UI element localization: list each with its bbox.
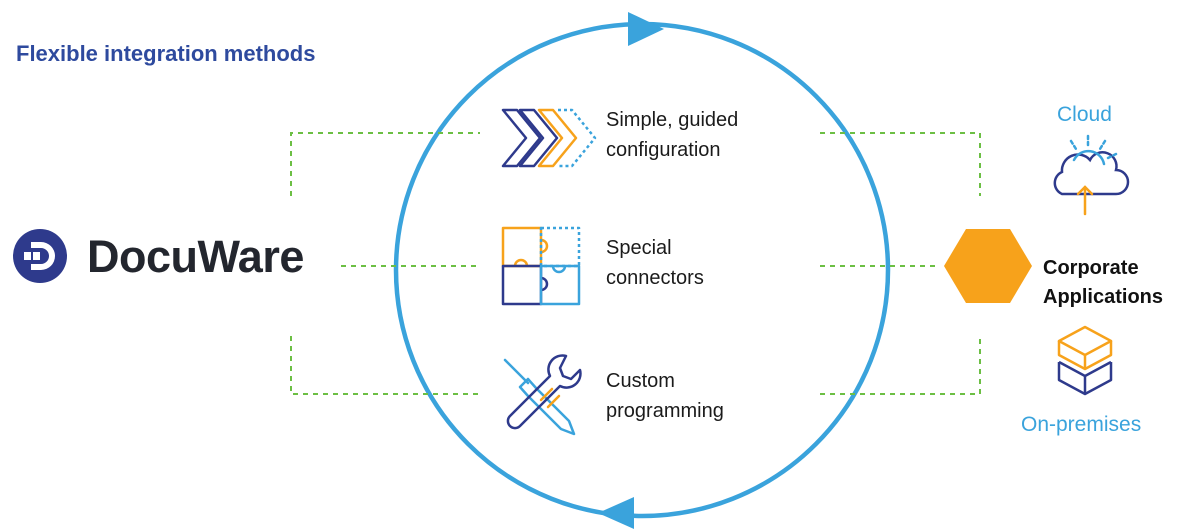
page-title: Flexible integration methods xyxy=(16,41,316,66)
method-label-programming: Custom programming xyxy=(606,366,724,426)
method-label-line: connectors xyxy=(606,267,704,289)
chevrons-icon xyxy=(501,108,597,168)
method-label-connectors: Special connectors xyxy=(606,233,704,293)
tools-icon xyxy=(503,354,582,436)
cloud-label: Cloud xyxy=(1057,103,1112,126)
docuware-logo-text: DocuWare xyxy=(87,231,304,282)
on-premises-label: On-premises xyxy=(1021,413,1142,436)
method-label-configuration: Simple, guided configuration xyxy=(606,105,738,165)
cycle-arrow-top xyxy=(628,12,664,46)
puzzle-icon xyxy=(501,226,581,306)
method-label-line: Simple, guided xyxy=(606,109,739,131)
method-label-line: Custom xyxy=(606,370,675,392)
connector-lines-right xyxy=(820,132,981,395)
method-label-line: Special xyxy=(606,237,672,259)
method-label-line: programming xyxy=(606,400,724,422)
corporate-label-line: Applications xyxy=(1043,286,1164,308)
server-stack-icon xyxy=(1057,325,1113,396)
corporate-applications-label: Corporate Applications xyxy=(1043,254,1163,312)
method-label-line: configuration xyxy=(606,139,721,161)
connector-lines-left xyxy=(290,132,480,395)
cycle-arrow-bottom xyxy=(598,497,634,529)
docuware-logo-icon xyxy=(13,229,67,283)
hexagon-icon xyxy=(944,229,1032,303)
cloud-icon xyxy=(1053,134,1130,216)
corporate-label-line: Corporate xyxy=(1043,257,1139,279)
